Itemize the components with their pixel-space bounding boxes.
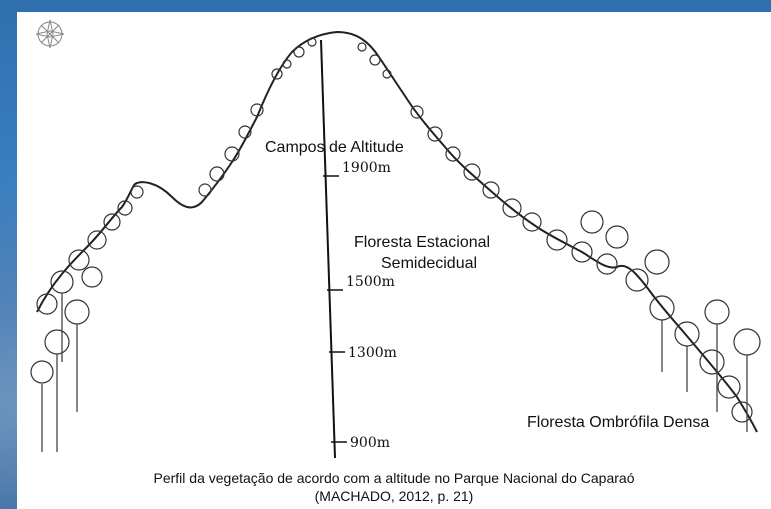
altitude-label-900: 900m	[350, 435, 390, 451]
vegetation-profile-diagram: 1900m 1500m 1300m 900m Campos de Altitud…	[30, 19, 761, 459]
tree-trunks	[41, 293, 748, 452]
altitude-label-1900: 1900m	[342, 160, 391, 176]
altitude-label-1500: 1500m	[346, 274, 395, 290]
mountain-profile-outline	[36, 30, 758, 433]
figure-caption: Perfil da vegetação de acordo com a alti…	[153, 470, 635, 486]
figure-panel: 1900m 1500m 1300m 900m Campos de Altitud…	[17, 12, 771, 460]
zone-label-ombrofila: Floresta Ombrófila Densa	[527, 414, 709, 431]
altitude-label-1300: 1300m	[348, 345, 397, 361]
caption-panel: Perfil da vegetação de acordo com a alti…	[17, 460, 771, 509]
compass-rose-icon	[35, 19, 65, 49]
zone-label-estacional-1: Floresta Estacional	[354, 234, 490, 251]
zone-label-campos: Campos de Altitude	[265, 139, 404, 156]
zone-label-estacional-2: Semidecidual	[381, 255, 477, 272]
figure-citation: (MACHADO, 2012, p. 21)	[314, 488, 474, 504]
vegetation-sketch	[30, 37, 761, 423]
altitude-axis	[320, 39, 336, 459]
